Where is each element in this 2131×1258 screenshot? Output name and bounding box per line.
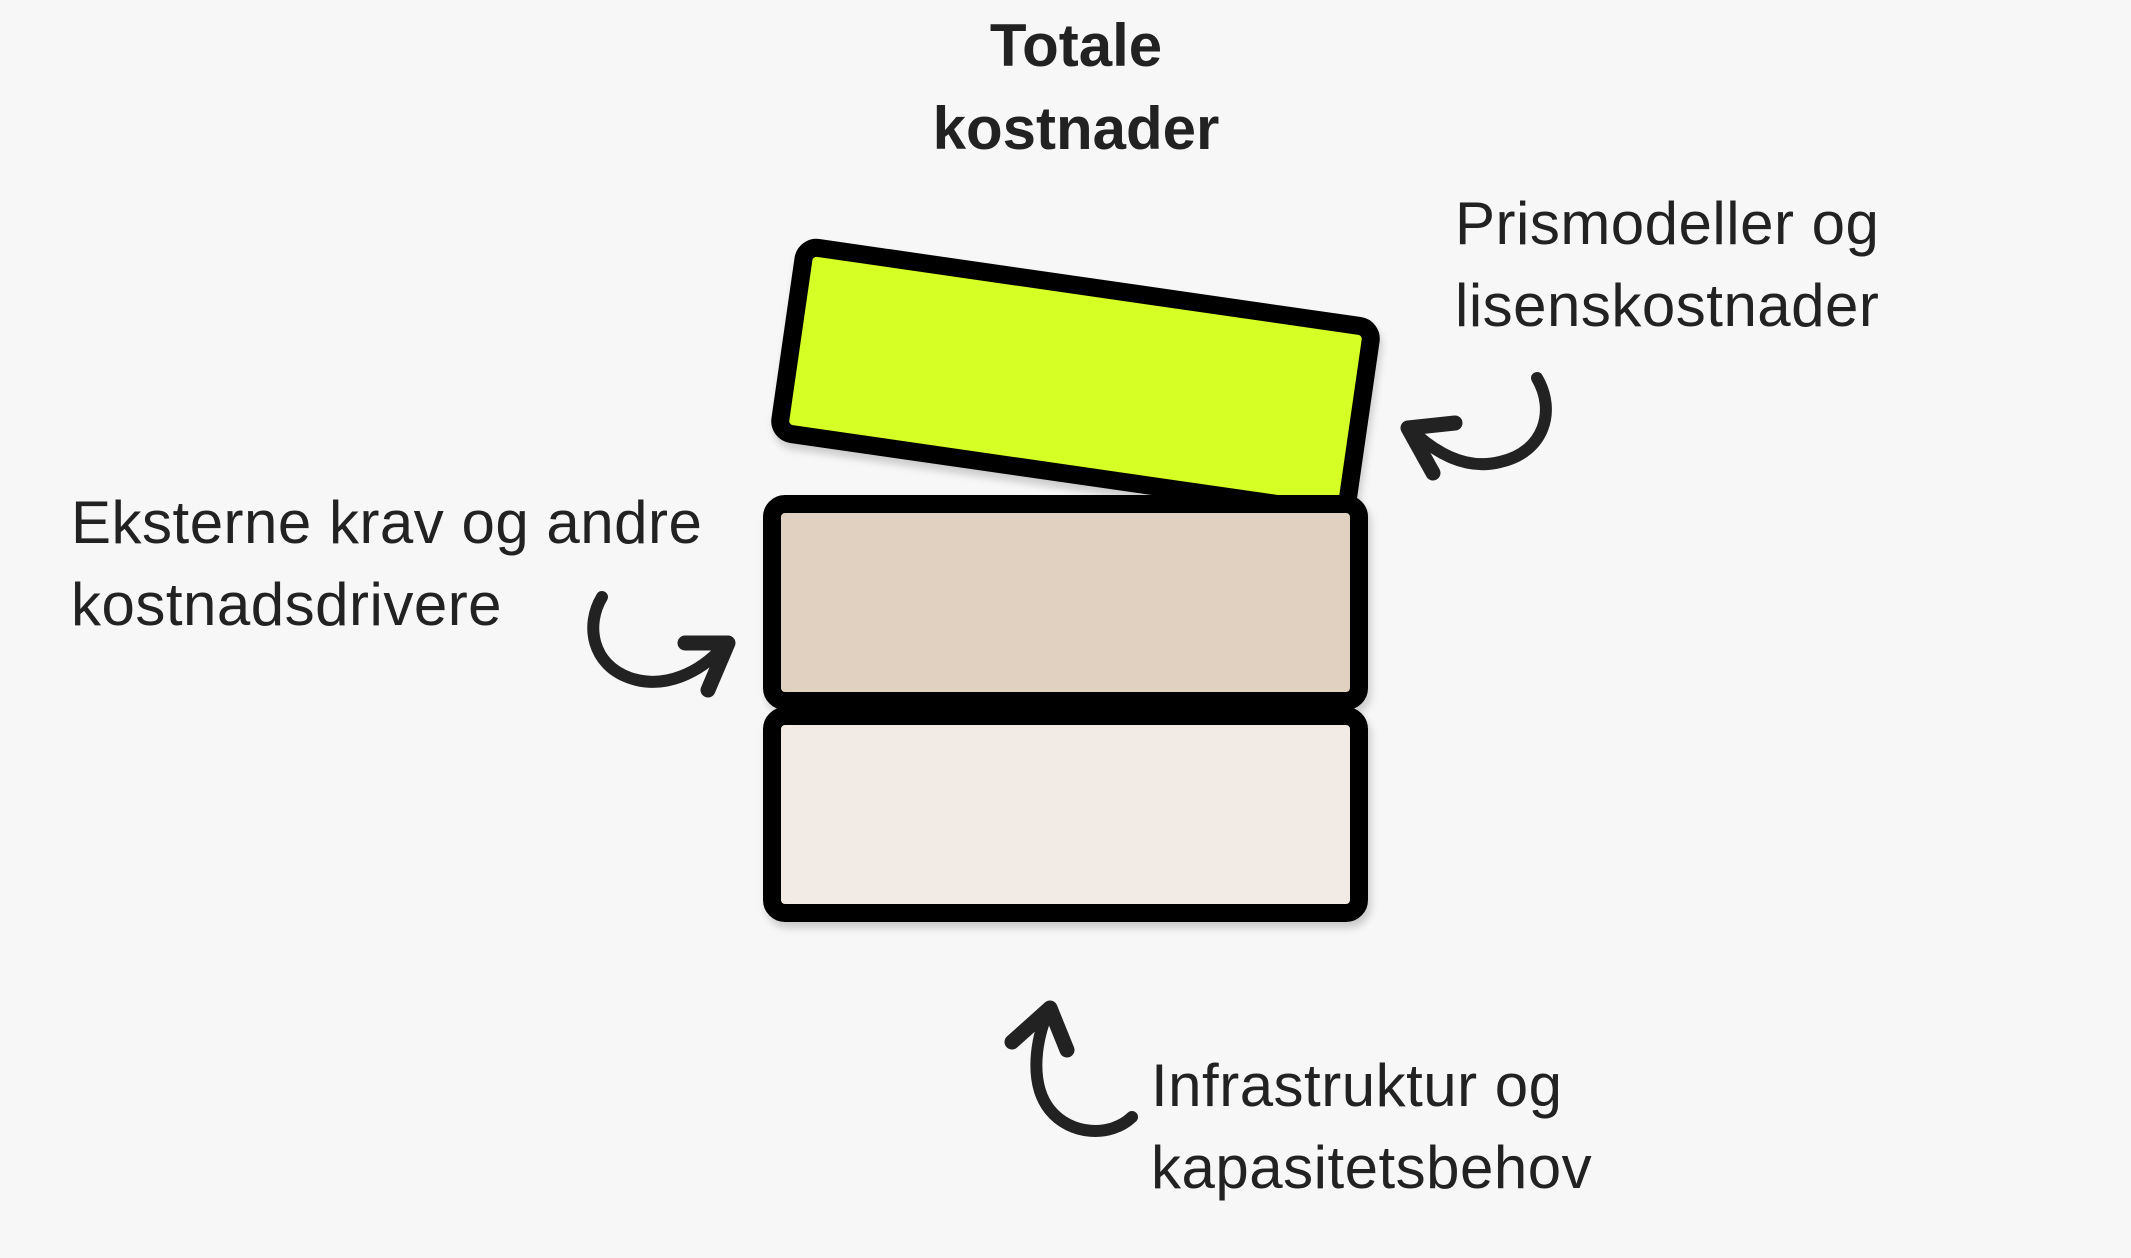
label-infrastructure: Infrastruktur og kapasitetsbehov [1151, 1045, 1592, 1209]
label-external-line-1: Eksterne krav og andre [71, 489, 703, 556]
diagram-title: Totale kostnader [876, 4, 1276, 170]
block-external-requirements [763, 495, 1368, 710]
label-infra-line-2: kapasitetsbehov [1151, 1134, 1593, 1201]
label-external-requirements: Eksterne krav og andre kostnadsdrivere [71, 482, 702, 646]
label-pricing-line-1: Prismodeller og [1455, 190, 1880, 257]
label-pricing-line-2: lisenskostnader [1455, 272, 1880, 339]
label-infra-line-1: Infrastruktur og [1151, 1052, 1563, 1119]
curved-arrow-left-icon [1400, 372, 1552, 481]
curved-arrow-right-icon [587, 591, 736, 698]
title-line-1: Totale [989, 12, 1163, 79]
label-external-line-2: kostnadsdrivere [71, 571, 503, 638]
label-pricing-licenses: Prismodeller og lisenskostnader [1455, 183, 1879, 347]
curved-arrow-up-icon [1004, 1000, 1138, 1137]
title-line-2: kostnader [932, 95, 1220, 162]
block-infrastructure [763, 707, 1368, 922]
